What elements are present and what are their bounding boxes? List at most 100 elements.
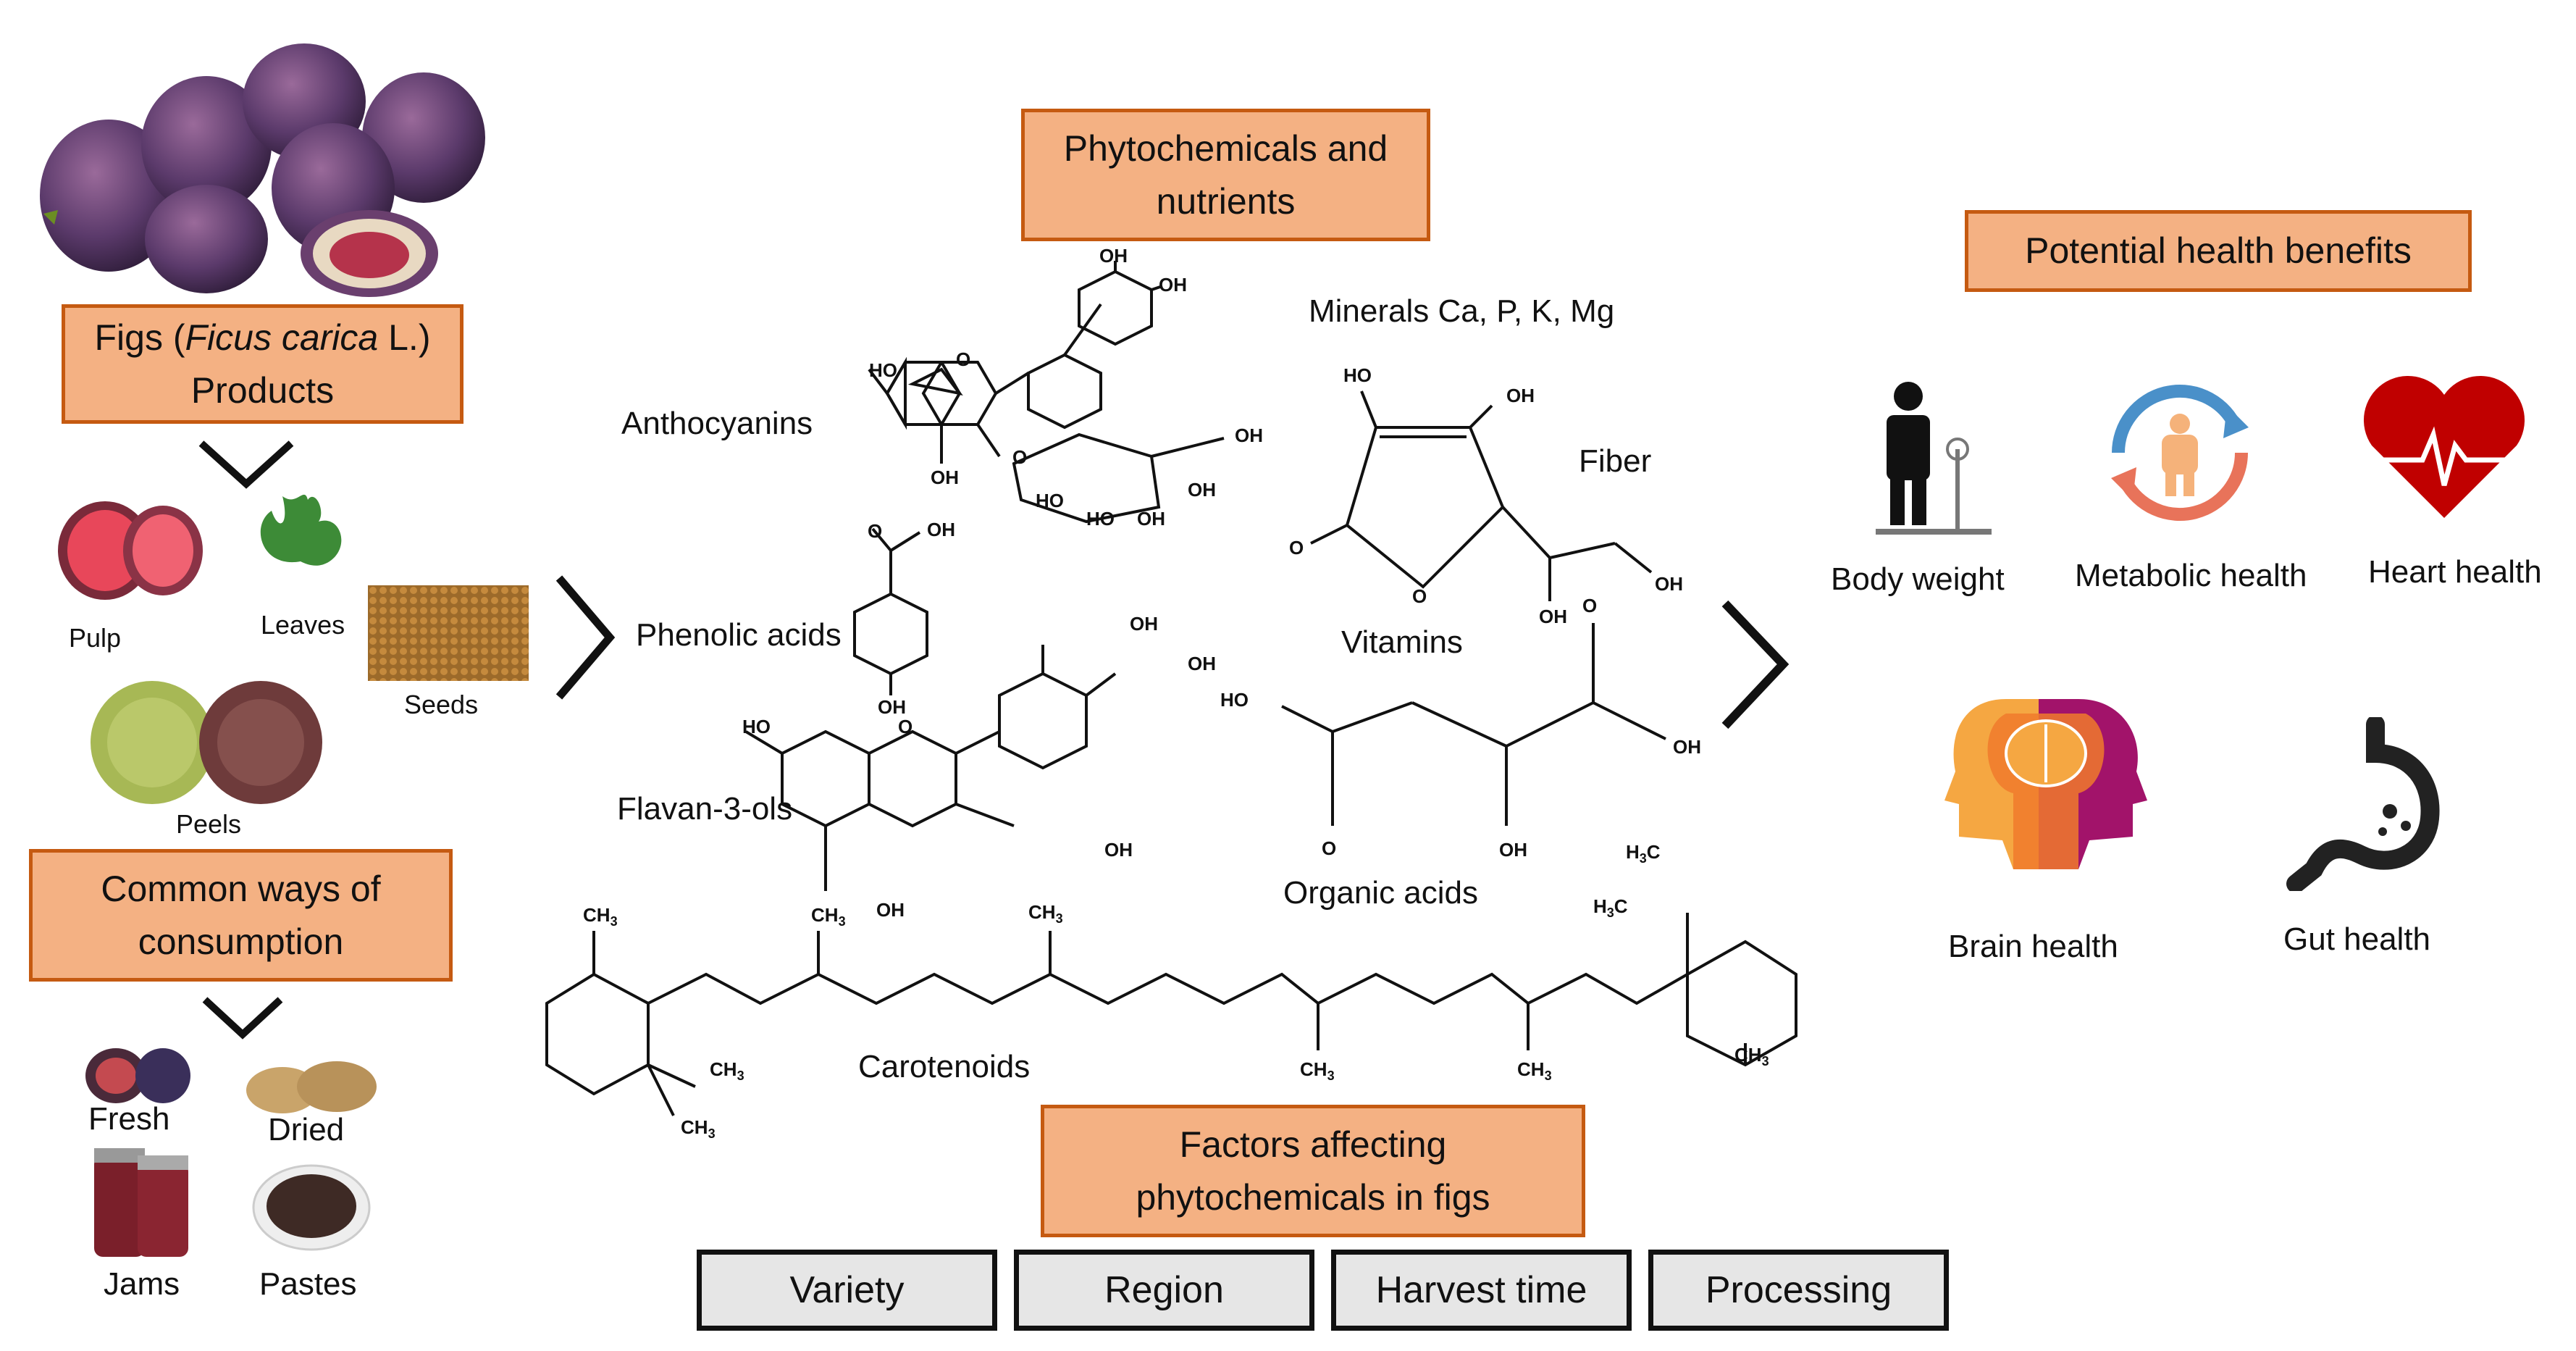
figs-products-line2: Products	[190, 369, 335, 411]
svg-text:O: O	[1289, 537, 1304, 559]
metabolic-health-icon	[2111, 385, 2249, 521]
figs-photo	[40, 43, 485, 297]
pulp-image	[58, 501, 203, 600]
heart-icon	[2363, 375, 2525, 518]
vitamins-label: Vitamins	[1341, 624, 1463, 660]
factors-line1: Factors affecting	[1179, 1124, 1447, 1165]
svg-text:OH: OH	[876, 899, 905, 921]
phytochemicals-box: Phytochemicals and nutrients	[1021, 109, 1430, 241]
svg-text:O: O	[1322, 837, 1336, 859]
svg-text:O: O	[956, 348, 970, 370]
leaf-image	[260, 494, 342, 601]
consumption-line2: consumption	[138, 921, 344, 962]
svg-text:HO: HO	[1036, 490, 1064, 511]
consumption-box: Common ways of consumption	[29, 849, 453, 982]
svg-text:OH: OH	[927, 519, 955, 540]
chevron-right-icon	[555, 575, 616, 700]
peels-label: Peels	[176, 809, 242, 839]
chevron-right-icon	[1721, 600, 1790, 729]
factors-line2: phytochemicals in figs	[1136, 1176, 1490, 1218]
phytochemicals-line2: nutrients	[1156, 180, 1296, 222]
minerals-label: Minerals Ca, P, K, Mg	[1309, 293, 1615, 329]
svg-text:OH: OH	[1159, 274, 1187, 296]
carotenoids-label: Carotenoids	[858, 1049, 1031, 1084]
peels-image	[91, 681, 322, 804]
svg-text:OH: OH	[1673, 736, 1701, 758]
svg-text:CH3: CH3	[583, 904, 618, 929]
svg-text:OH: OH	[1130, 613, 1158, 635]
svg-text:CH3: CH3	[1734, 1044, 1769, 1068]
metabolic-health-label: Metabolic health	[2075, 558, 2307, 593]
svg-text:OH: OH	[1655, 573, 1683, 595]
jams-image	[94, 1148, 188, 1257]
jams-label: Jams	[104, 1266, 180, 1302]
svg-text:HO: HO	[1220, 689, 1249, 711]
factor-harvest-time: Harvest time	[1331, 1250, 1632, 1331]
svg-text:O: O	[1012, 446, 1027, 468]
svg-text:OH: OH	[1506, 385, 1535, 406]
svg-text:O: O	[868, 520, 882, 542]
fresh-label: Fresh	[88, 1101, 170, 1137]
anthocyanins-label: Anthocyanins	[621, 406, 813, 441]
anthocyanin-structure	[868, 261, 1225, 524]
svg-text:O: O	[1412, 585, 1427, 607]
svg-text:CH3: CH3	[1300, 1058, 1335, 1083]
svg-text:H3C: H3C	[1593, 895, 1628, 920]
vitamin-c-structure	[1310, 390, 1653, 601]
heart-health-label: Heart health	[2368, 554, 2542, 590]
svg-text:HO: HO	[1086, 508, 1115, 530]
fresh-figs-image	[85, 1048, 190, 1103]
svg-text:OH: OH	[878, 696, 906, 718]
svg-text:OH: OH	[1104, 839, 1133, 861]
chevron-down-icon	[202, 997, 283, 1040]
svg-text:OH: OH	[931, 467, 959, 488]
factor-variety: Variety	[697, 1250, 997, 1331]
consumption-line1: Common ways of	[101, 869, 381, 909]
fiber-label: Fiber	[1579, 443, 1652, 479]
svg-text:O: O	[1582, 595, 1597, 616]
svg-text:HO: HO	[1343, 364, 1372, 386]
phenolic-acids-label: Phenolic acids	[636, 617, 842, 653]
gut-health-icon	[2286, 717, 2440, 891]
svg-text:CH3: CH3	[710, 1058, 744, 1083]
svg-text:CH3: CH3	[681, 1116, 716, 1141]
svg-text:OH: OH	[1188, 653, 1216, 674]
carotenoid-structure	[545, 913, 1797, 1116]
svg-text:OH: OH	[1499, 839, 1527, 861]
health-benefits-title: Potential health benefits	[2025, 230, 2412, 272]
phenolic-acid-structure	[853, 527, 928, 695]
dried-label: Dried	[268, 1112, 345, 1147]
svg-text:OH: OH	[1188, 479, 1216, 501]
svg-text:CH3: CH3	[1028, 901, 1063, 926]
chevron-down-icon	[198, 440, 294, 489]
organic-acids-label: Organic acids	[1283, 875, 1479, 911]
figs-products-box: Figs (Ficus carica L.) Products	[62, 304, 463, 424]
svg-text:CH3: CH3	[811, 904, 846, 929]
svg-text:H3C: H3C	[1626, 841, 1661, 866]
body-weight-icon	[1876, 382, 1992, 535]
factors-box: Factors affecting phytochemicals in figs	[1041, 1105, 1585, 1237]
leaves-label: Leaves	[261, 610, 345, 640]
pastes-image	[252, 1164, 371, 1251]
svg-text:CH3: CH3	[1517, 1058, 1552, 1083]
organic-acid-structure	[1281, 623, 1666, 826]
svg-text:HO: HO	[869, 359, 897, 381]
flavan-3-ol-structure	[744, 645, 1117, 891]
brain-health-icon	[1944, 699, 2147, 869]
dried-figs-image	[246, 1061, 377, 1113]
svg-text:HO: HO	[742, 716, 771, 737]
health-benefits-box: Potential health benefits	[1965, 210, 2472, 292]
brain-health-label: Brain health	[1948, 929, 2118, 964]
body-weight-label: Body weight	[1831, 561, 2005, 597]
svg-text:O: O	[898, 716, 912, 737]
seeds-label: Seeds	[404, 690, 479, 719]
phytochemicals-line1: Phytochemicals and	[1063, 128, 1388, 169]
svg-text:OH: OH	[1099, 245, 1128, 267]
factor-region: Region	[1014, 1250, 1314, 1331]
pastes-label: Pastes	[259, 1266, 357, 1302]
svg-text:OH: OH	[1137, 508, 1165, 530]
svg-text:OH: OH	[1539, 606, 1567, 627]
pulp-label: Pulp	[69, 623, 122, 653]
seeds-image	[368, 585, 529, 681]
